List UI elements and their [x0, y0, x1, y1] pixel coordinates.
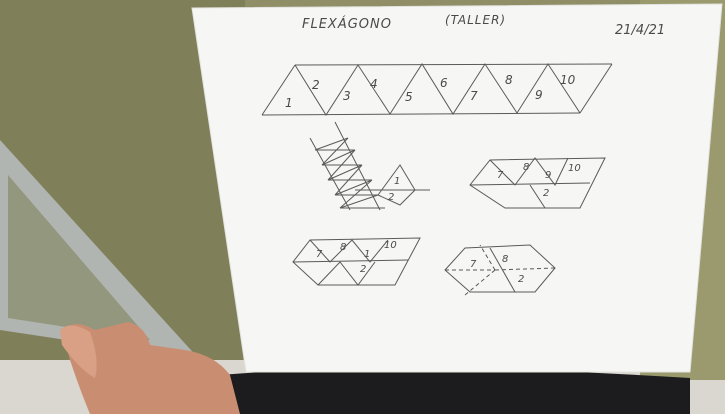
strip-number-5: 5 — [405, 90, 413, 104]
hex-right-9: 9 — [545, 170, 551, 181]
strip-number-7: 7 — [470, 89, 478, 103]
strip-number-3: 3 — [343, 89, 351, 103]
strip-number-10: 10 — [560, 73, 576, 87]
hex-bl-1: 1 — [364, 249, 370, 260]
strip-number-6: 6 — [440, 76, 448, 90]
hex-br-7: 7 — [470, 259, 477, 270]
sheet-subtitle: (TALLER) — [445, 13, 506, 27]
hex-br-8: 8 — [502, 254, 508, 265]
hex-bl-10: 10 — [384, 240, 397, 251]
sheet-date: 21/4/21 — [615, 23, 665, 38]
strip-number-4: 4 — [370, 77, 378, 91]
fold-number-2: 2 — [388, 192, 394, 203]
sheet-title: FLEXÁGONO — [302, 16, 392, 32]
fold-number-1: 1 — [394, 176, 400, 187]
paper-sheet — [192, 4, 722, 372]
hex-right-8: 8 — [523, 162, 529, 173]
hex-bl-7: 7 — [316, 249, 323, 260]
strip-number-9: 9 — [535, 88, 543, 102]
strip-number-1: 1 — [285, 96, 293, 110]
strip-number-8: 8 — [505, 73, 513, 87]
hex-br-2: 2 — [518, 274, 524, 285]
hex-bl-8: 8 — [340, 242, 346, 253]
hex-right-7: 7 — [497, 170, 504, 181]
hex-bl-2: 2 — [360, 264, 366, 275]
hex-right-10: 10 — [568, 163, 581, 174]
strip-number-2: 2 — [312, 78, 320, 92]
dark-clothing — [220, 368, 690, 414]
hex-right-2: 2 — [543, 188, 549, 199]
